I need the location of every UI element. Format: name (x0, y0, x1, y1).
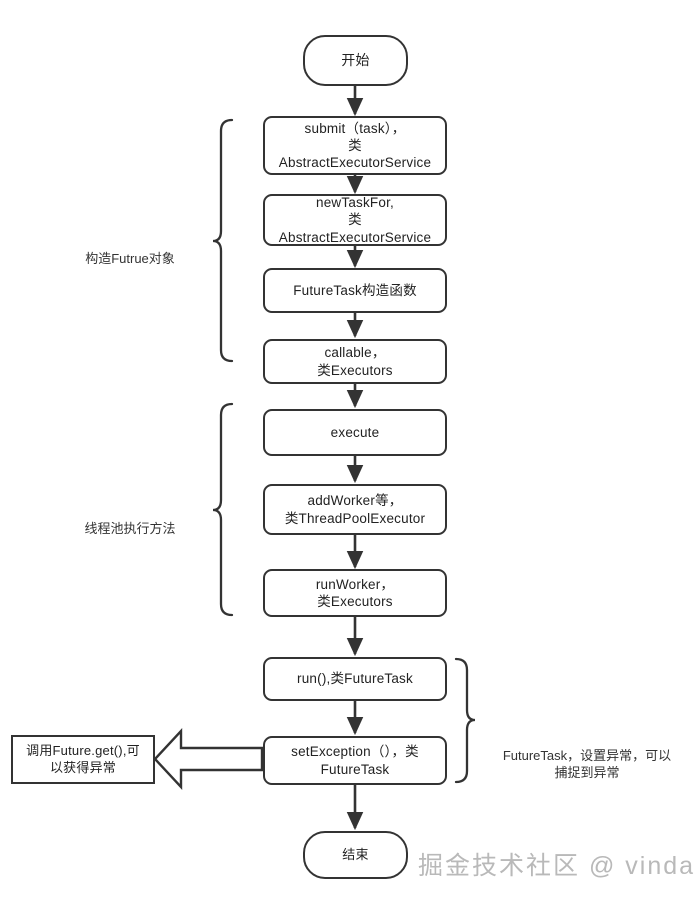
node-set-exception[interactable]: setException（），类 FutureTask (263, 736, 447, 785)
node-run-worker[interactable]: runWorker， 类Executors (263, 569, 447, 617)
node-new-task-for[interactable]: newTaskFor, 类 AbstractExecutorService (263, 194, 447, 246)
node-future-task-constructor-label: FutureTask构造函数 (293, 282, 417, 298)
node-future-get[interactable]: 调用Future.get(),可 以获得异常 (11, 735, 155, 784)
node-add-worker-label: addWorker等， 类ThreadPoolExecutor (284, 493, 426, 526)
brace-construct-future (212, 118, 234, 363)
node-execute-label: execute (330, 424, 380, 440)
node-set-exception-label: setException（），类 FutureTask (291, 744, 419, 777)
block-arrow-to-future-get (153, 727, 264, 791)
brace-pool-execute (212, 402, 234, 617)
group-label-futuretask-note-text: FutureTask，设置异常，可以 捕捉到异常 (502, 747, 672, 781)
node-submit-label: submit（task）， 类 AbstractExecutorService (278, 120, 432, 171)
group-label-futuretask-note: FutureTask，设置异常，可以 捕捉到异常 (487, 729, 687, 782)
node-execute[interactable]: execute (263, 409, 447, 456)
node-new-task-for-label: newTaskFor, 类 AbstractExecutorService (278, 195, 432, 245)
node-future-task-constructor[interactable]: FutureTask构造函数 (263, 268, 447, 313)
watermark-text: 掘金技术社区 @ vinda (418, 852, 695, 880)
node-start-label: 开始 (341, 51, 370, 68)
node-callable-label: callable， 类Executors (317, 345, 393, 378)
node-future-get-label: 调用Future.get(),可 以获得异常 (26, 742, 140, 775)
node-end-label: 结束 (342, 846, 369, 862)
node-add-worker[interactable]: addWorker等， 类ThreadPoolExecutor (263, 484, 447, 535)
node-callable[interactable]: callable， 类Executors (263, 339, 447, 384)
node-end[interactable]: 结束 (303, 831, 408, 879)
node-submit[interactable]: submit（task）， 类 AbstractExecutorService (263, 116, 447, 175)
group-label-construct-future: 构造Futrue对象 (50, 232, 210, 267)
group-label-pool-execute-text: 线程池执行方法 (84, 520, 176, 536)
brace-futuretask-note (454, 657, 476, 784)
node-start[interactable]: 开始 (303, 35, 408, 86)
watermark: 掘金技术社区 @ vinda (418, 846, 695, 882)
node-run[interactable]: run(),类FutureTask (263, 657, 447, 701)
node-run-label: run(),类FutureTask (297, 671, 413, 687)
group-label-pool-execute: 线程池执行方法 (50, 502, 210, 537)
node-run-worker-label: runWorker， 类Executors (315, 576, 395, 609)
group-label-construct-future-text: 构造Futrue对象 (85, 250, 175, 266)
